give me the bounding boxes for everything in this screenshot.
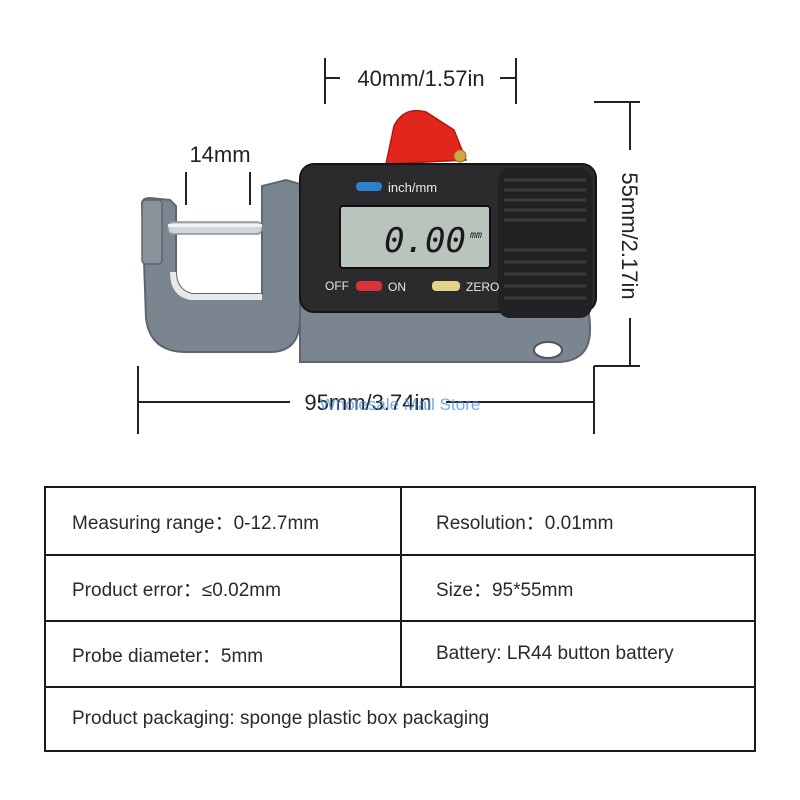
dimension-top-label: 40mm/1.57in: [357, 66, 484, 91]
dimension-bottom: 95mm/3.74in: [137, 366, 595, 434]
zero-label: ZERO: [466, 280, 499, 294]
spec-size: Size：95*55mm: [436, 579, 574, 601]
spec-measuring-range: Measuring range：0-12.7mm: [46, 488, 402, 554]
dimension-top: 40mm/1.57in: [324, 58, 517, 104]
unit-label: inch/mm: [388, 180, 437, 195]
spec-product-error: Product error：≤0.02mm: [46, 556, 402, 620]
thickness-gauge: inch/mm 0.00 mm OFF ON ZERO: [140, 109, 597, 363]
thumb-wheel[interactable]: [498, 168, 592, 318]
zero-button[interactable]: [432, 281, 460, 291]
spec-resolution: Resolution：0.01mm: [436, 512, 614, 534]
unit-button[interactable]: [356, 182, 382, 191]
dimension-gap-label: 14mm: [189, 142, 250, 167]
spec-battery: Battery: LR44 button battery: [436, 643, 674, 664]
spec-packaging: Product packaging: sponge plastic box pa…: [72, 708, 490, 729]
lcd-reading: 0.00: [384, 221, 466, 261]
lcd-unit: mm: [469, 230, 482, 241]
hang-hole: [533, 341, 563, 359]
gauge-anvil: [141, 199, 163, 265]
off-label: OFF: [325, 279, 349, 293]
on-label: ON: [388, 280, 406, 294]
dimension-bottom-label: 95mm/3.74in: [304, 390, 431, 415]
gauge-c-frame: [140, 178, 301, 353]
dimension-right-label: 55mm/2.17in: [617, 172, 642, 299]
gauge-probe: [167, 221, 263, 235]
spec-row: Product error：≤0.02mm Size：95*55mm: [46, 556, 754, 622]
lcd-screen: [339, 205, 491, 269]
spec-row: Product packaging: sponge plastic box pa…: [46, 688, 754, 750]
dimension-right: 55mm/2.17in: [594, 101, 642, 367]
on-off-button[interactable]: [356, 281, 382, 291]
watermark: Wholesale Mall Store: [320, 395, 481, 414]
lever-icon[interactable]: [385, 109, 468, 165]
spec-row: Probe diameter：5mm Battery: LR44 button …: [46, 622, 754, 688]
product-figure: 40mm/1.57in 14mm 55mm/2.17in 95mm/3.74in: [137, 58, 642, 434]
spec-row: Measuring range：0-12.7mm Resolution：0.01…: [46, 488, 754, 556]
dimension-gap: 14mm: [185, 142, 251, 205]
spec-probe-diameter: Probe diameter：5mm: [46, 622, 402, 686]
spec-table: Measuring range：0-12.7mm Resolution：0.01…: [44, 486, 756, 752]
